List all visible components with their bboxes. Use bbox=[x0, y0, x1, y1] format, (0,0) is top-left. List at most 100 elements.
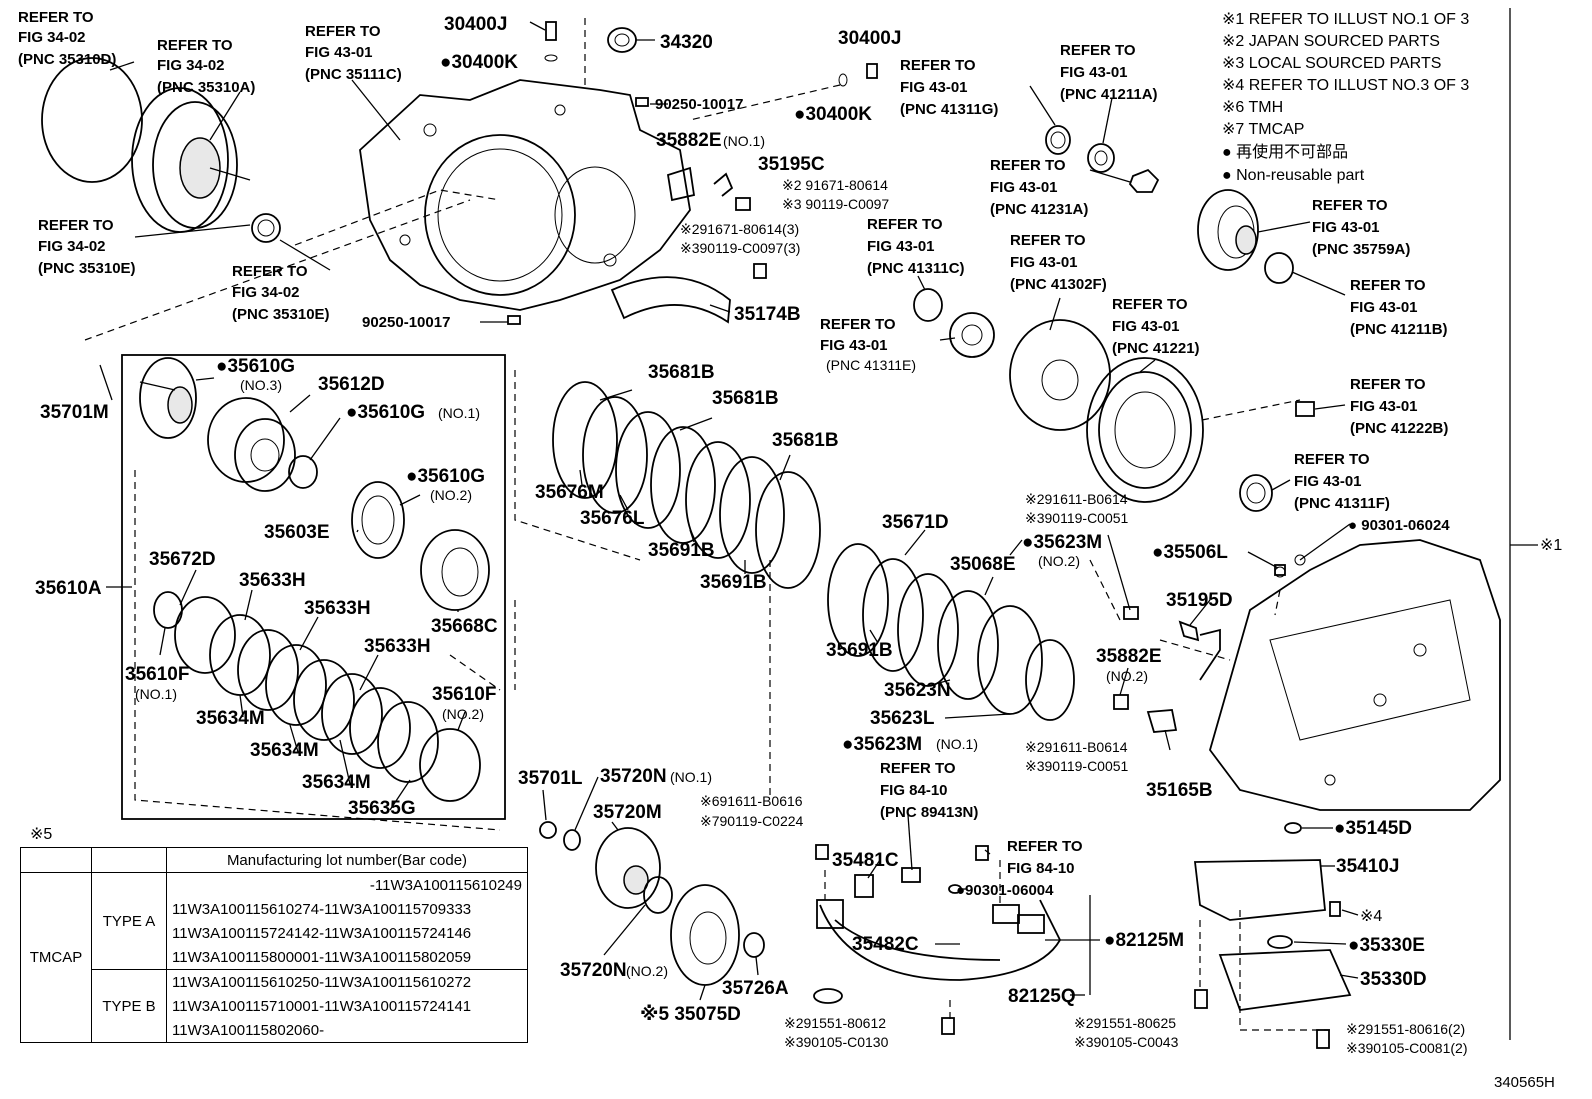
pn-90105-c: ※390105-C0081(2) bbox=[1346, 1040, 1467, 1056]
legend: ※1 REFER TO ILLUST NO.1 OF 3 ※2 JAPAN SO… bbox=[1222, 11, 1469, 184]
table-corner bbox=[91, 847, 167, 873]
ref3-l1: REFER TO bbox=[305, 23, 381, 40]
pn-90301-b: ●90301-06004 bbox=[956, 882, 1054, 899]
lot-cell: 11W3A100115724142-11W3A100115724146 bbox=[166, 921, 528, 945]
ref2-l1: REFER TO bbox=[157, 37, 233, 54]
valve-body-drawing bbox=[1193, 859, 1352, 1049]
table-row: 11W3A100115724142-11W3A100115724146 bbox=[21, 921, 528, 945]
type-cell: TYPE A bbox=[91, 872, 167, 970]
pn-30400K-a: ●30400K bbox=[440, 52, 518, 73]
plant-cell: TMCAP bbox=[20, 872, 92, 1043]
pn-35882E-1-note: (NO.1) bbox=[723, 133, 765, 149]
pn-91551-b: ※291551-80625 bbox=[1074, 1015, 1176, 1031]
table-row: 11W3A100115800001-11W3A100115802059 bbox=[21, 945, 528, 970]
pn-35174B: 35174B bbox=[734, 304, 801, 325]
pn-35633H-b: 35633H bbox=[304, 598, 371, 619]
ref17-l2: FIG 84-10 bbox=[880, 782, 948, 799]
ref4-l1: REFER TO bbox=[38, 217, 114, 234]
table-corner bbox=[20, 847, 92, 873]
ref12-l2: FIG 43-01 bbox=[1112, 318, 1180, 335]
pn-35635G: 35635G bbox=[348, 798, 416, 819]
table-row: TYPE B 11W3A100115610250-11W3A1001156102… bbox=[21, 969, 528, 1043]
pn-91551-c: ※291551-80616(2) bbox=[1346, 1021, 1465, 1037]
pn-35633H-a: 35633H bbox=[239, 570, 306, 591]
pn-35623M-2-note: (NO.2) bbox=[1038, 553, 1080, 569]
table-note: ※5 bbox=[30, 826, 53, 843]
pn-35610G-2: ●35610G bbox=[406, 466, 485, 487]
ref18-l1: REFER TO bbox=[1007, 838, 1083, 855]
ref9-l1: REFER TO bbox=[867, 216, 943, 233]
ref12-l1: REFER TO bbox=[1112, 296, 1188, 313]
legend-note-6: ※6 TMH bbox=[1222, 99, 1283, 116]
ref10-l2: FIG 43-01 bbox=[1010, 254, 1078, 271]
lot-cell: -11W3A100115610249 bbox=[166, 872, 528, 897]
ref17-l3: (PNC 89413N) bbox=[880, 804, 978, 821]
pn-35681B-b: 35681B bbox=[712, 388, 779, 409]
table-row: 11W3A100115802060- bbox=[21, 1018, 528, 1043]
pn-35676M: 35676M bbox=[535, 482, 604, 503]
pn-90119-d: ※390119-C0051 bbox=[1025, 758, 1129, 774]
pn-35681B-a: 35681B bbox=[648, 362, 715, 383]
pn-35671D: 35671D bbox=[882, 512, 949, 533]
pn-82125M: ●82125M bbox=[1104, 930, 1184, 951]
pn-35482C: 35482C bbox=[852, 934, 919, 955]
ref7-l3: (PNC 41211A) bbox=[1060, 86, 1158, 103]
ref14-l3: (PNC 41211B) bbox=[1350, 321, 1448, 338]
ref8-l1: REFER TO bbox=[990, 157, 1066, 174]
pn-35882E-2-note: (NO.2) bbox=[1106, 668, 1148, 684]
pn-35668C: 35668C bbox=[431, 616, 498, 637]
pn-35610G-1: ●35610G bbox=[346, 402, 425, 423]
ref16-l2: FIG 43-01 bbox=[1294, 473, 1362, 490]
ref7-l2: FIG 43-01 bbox=[1060, 64, 1128, 81]
pn-note4: ※4 bbox=[1360, 908, 1382, 925]
table-header: Manufacturing lot number(Bar code) bbox=[166, 847, 528, 873]
ref11-l2: FIG 43-01 bbox=[820, 337, 888, 354]
lot-cell: 11W3A100115610274-11W3A100115709333 bbox=[166, 897, 528, 921]
pn-30400J-a: 30400J bbox=[444, 14, 507, 35]
pn-35610F-2: 35610F bbox=[432, 684, 496, 705]
legend-note-2: ※2 JAPAN SOURCED PARTS bbox=[1222, 33, 1440, 50]
ref9-l3: (PNC 41311C) bbox=[867, 260, 965, 277]
ref9-l2: FIG 43-01 bbox=[867, 238, 935, 255]
pn-35623M-1: ●35623M bbox=[842, 734, 922, 755]
ref1-l2: FIG 34-02 bbox=[18, 29, 86, 46]
oil-pump-drawing bbox=[131, 87, 281, 243]
lot-cell: 11W3A100115610250-11W3A100115610272 bbox=[166, 969, 528, 994]
ref1-l1: REFER TO bbox=[18, 9, 94, 26]
pn-35681B-c: 35681B bbox=[772, 430, 839, 451]
pn-90105-b: ※390105-C0043 bbox=[1074, 1034, 1179, 1050]
pn-35634M-b: 35634M bbox=[250, 740, 319, 761]
type-cell: TYPE B bbox=[91, 969, 167, 1043]
pn-35726A: 35726A bbox=[722, 978, 789, 999]
pn-35701L: 35701L bbox=[518, 768, 583, 789]
pn-35720M: 35720M bbox=[593, 802, 662, 823]
pn-35610A: 35610A bbox=[35, 578, 102, 599]
pn-35623M-1-note: (NO.1) bbox=[936, 736, 978, 752]
drive-gear-drawing bbox=[1197, 189, 1259, 271]
pn-35610F-1-note: (NO.1) bbox=[135, 686, 177, 702]
pn-35610G-3-note: (NO.3) bbox=[240, 377, 282, 393]
ref13-l1: REFER TO bbox=[1312, 197, 1388, 214]
seal-34320-drawing bbox=[607, 27, 637, 53]
pn-90119-c: ※390119-C0051 bbox=[1025, 510, 1129, 526]
lot-cell: 11W3A100115802060- bbox=[166, 1018, 528, 1043]
table-row: Manufacturing lot number(Bar code) bbox=[20, 847, 528, 873]
legend-note-7: ※7 TMCAP bbox=[1222, 121, 1304, 138]
pn-91611-a: ※291611-B0614 bbox=[1025, 491, 1128, 507]
ref4-l2: FIG 34-02 bbox=[38, 238, 106, 255]
pn-35068E: 35068E bbox=[950, 554, 1016, 575]
bolts-top-drawing bbox=[507, 21, 878, 325]
pn-35610G-3: ●35610G bbox=[216, 356, 295, 377]
pn-35145D: ●35145D bbox=[1334, 818, 1412, 839]
ref6-l1: REFER TO bbox=[900, 57, 976, 74]
pn-35623M-2: ●35623M bbox=[1022, 532, 1102, 553]
pn-35330D: 35330D bbox=[1360, 969, 1427, 990]
ref5-l1: REFER TO bbox=[232, 263, 308, 280]
pn-35634M-a: 35634M bbox=[196, 708, 265, 729]
legend-note-4: ※4 REFER TO ILLUST NO.3 OF 3 bbox=[1222, 77, 1469, 94]
ref11-l3: (PNC 41311E) bbox=[826, 357, 916, 373]
pn-90105-a: ※390105-C0130 bbox=[784, 1034, 889, 1050]
ref13-l2: FIG 43-01 bbox=[1312, 219, 1380, 236]
pn-90119-e: ※790119-C0224 bbox=[700, 813, 804, 829]
